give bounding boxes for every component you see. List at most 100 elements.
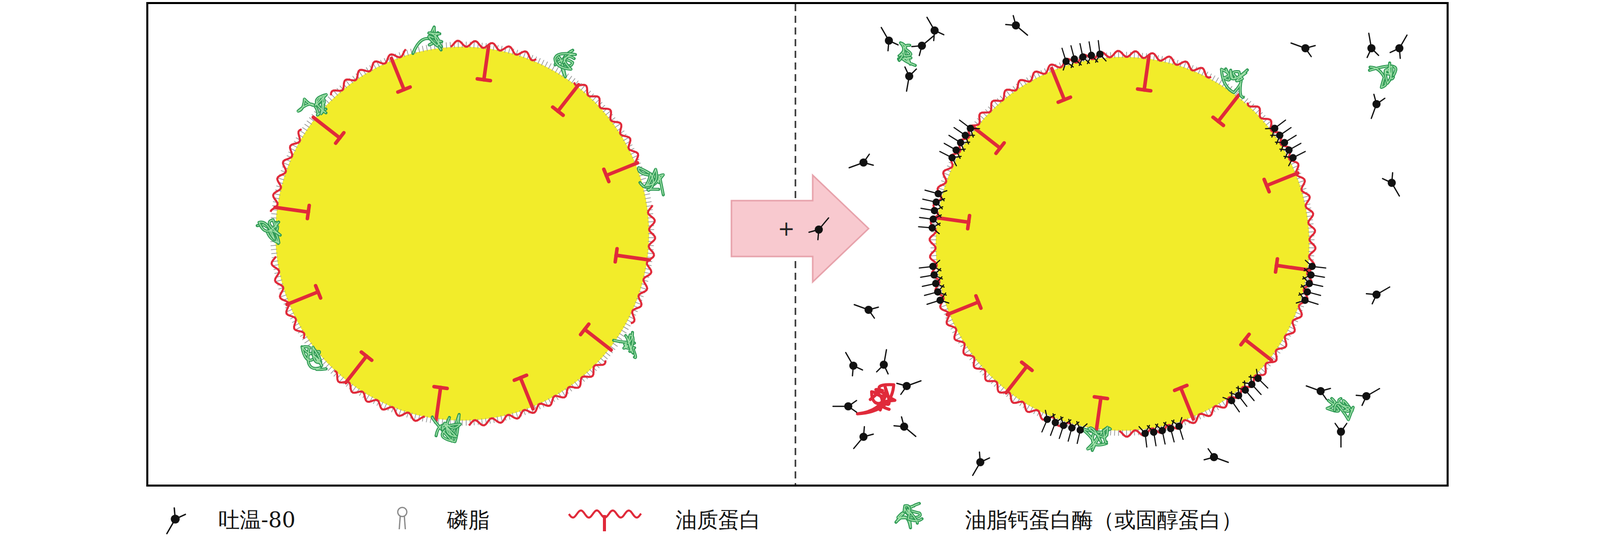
phospholipid [1302,196,1309,198]
phospholipid [956,336,962,340]
phospholipid [406,49,409,56]
tween-head [1062,57,1070,66]
phospholipid [640,178,646,180]
tween-head [170,514,180,524]
phospholipid [1222,400,1226,406]
oleosin-tip [307,205,310,219]
tween-80-molecule [1204,449,1229,463]
tween-80-molecule [1284,151,1306,166]
phospholipid [1243,98,1248,104]
phospholipid [283,163,290,166]
tween-head [859,432,868,441]
phospholipid [931,254,938,256]
phospholipid [328,366,333,371]
tween-head [814,225,823,234]
tween-head [1307,271,1315,279]
oleosin-hairpin [484,46,489,80]
tween-head [1285,146,1293,154]
oleosin-tip [361,352,372,361]
phospholipid [300,130,306,134]
oleosin-tip [1212,117,1224,126]
phospholipid [605,352,611,357]
tween-80-molecule [926,17,944,41]
phospholipid [359,71,363,77]
tween-head [905,72,914,81]
phospholipid [617,336,623,341]
phospholipid [1000,387,1005,392]
tween-80-molecule [1095,40,1107,63]
oleosin-tip [996,142,1005,153]
tween-80-molecule [919,260,942,272]
tween-80-molecule [1076,421,1087,444]
tween-head [1316,387,1325,396]
tween-head [1158,427,1166,435]
plus-sign: + [777,216,795,241]
tween-80-molecule [167,507,186,534]
phospholipid [647,221,654,223]
oleosin-hairpin [435,387,441,421]
tween-head [1167,425,1175,433]
phospholipid [1215,77,1219,83]
tween-80-molecule [854,304,879,319]
frame [147,3,1448,486]
protein-chain [1385,62,1394,84]
protein-chain-highlight [645,169,659,191]
phospholipid [1019,81,1023,87]
protein-chain-highlight [312,347,323,366]
phospholipid [1133,52,1135,59]
phospholipid [551,65,555,72]
protein-chain [645,169,659,191]
tween-80-molecule [897,380,922,395]
oleosin-tip [397,86,410,92]
phospholipid [399,409,402,415]
phospholipid [457,41,459,48]
oleosin-symbol-hairpin [602,515,606,532]
oleosin-tip [1058,97,1071,103]
oleosin-hairpin [1051,68,1065,100]
tween-head [930,26,939,35]
phospholipid [574,381,579,388]
tween-head [1234,391,1242,399]
tween-head [1305,279,1314,287]
oleosin-hairpin [1244,339,1272,361]
oleosin-hairpin [1144,56,1149,90]
tween-80-molecule [924,189,947,201]
tween-head [1301,296,1309,304]
protein-chain-highlight [554,53,575,70]
oleosin-hairpin [275,207,309,212]
tween-80-molecule [849,154,874,169]
tween-head [948,153,956,162]
tween-head [966,124,974,132]
phospholipid [644,272,651,274]
phospholipid [1117,429,1119,436]
phospholipid [306,120,312,125]
tween-head [1011,21,1020,30]
phospholipid [271,252,278,254]
phospholipid [461,419,463,426]
protein-chain [1327,398,1354,421]
protein-chain-highlight [1385,62,1394,84]
phospholipid [304,339,310,344]
oleosin-tip [975,296,981,309]
tween-head [928,224,936,232]
tween-head [1149,428,1158,436]
tween-head [1362,392,1371,401]
oleosin-tip [1264,179,1270,192]
phospholipid [271,213,278,214]
tween-80-molecule [1298,284,1321,296]
tween-head [1248,380,1256,389]
tween-80-molecule [972,452,990,476]
oleosin-hairpin [313,117,340,139]
oleosin-tip [477,78,491,81]
tween-80-molecule [845,352,863,376]
phospholipid [965,349,971,354]
protein-chain-highlight [638,167,664,195]
tween-80-molecule [1390,35,1407,59]
oleosin-hairpin [1096,397,1101,431]
phospholipid [1183,62,1186,69]
tween-80-molecule [920,206,943,217]
oleosin-hairpin [391,58,405,90]
oleosin-surface [270,40,656,426]
oleosin-tip [1174,385,1188,391]
phospholipid [561,390,565,396]
